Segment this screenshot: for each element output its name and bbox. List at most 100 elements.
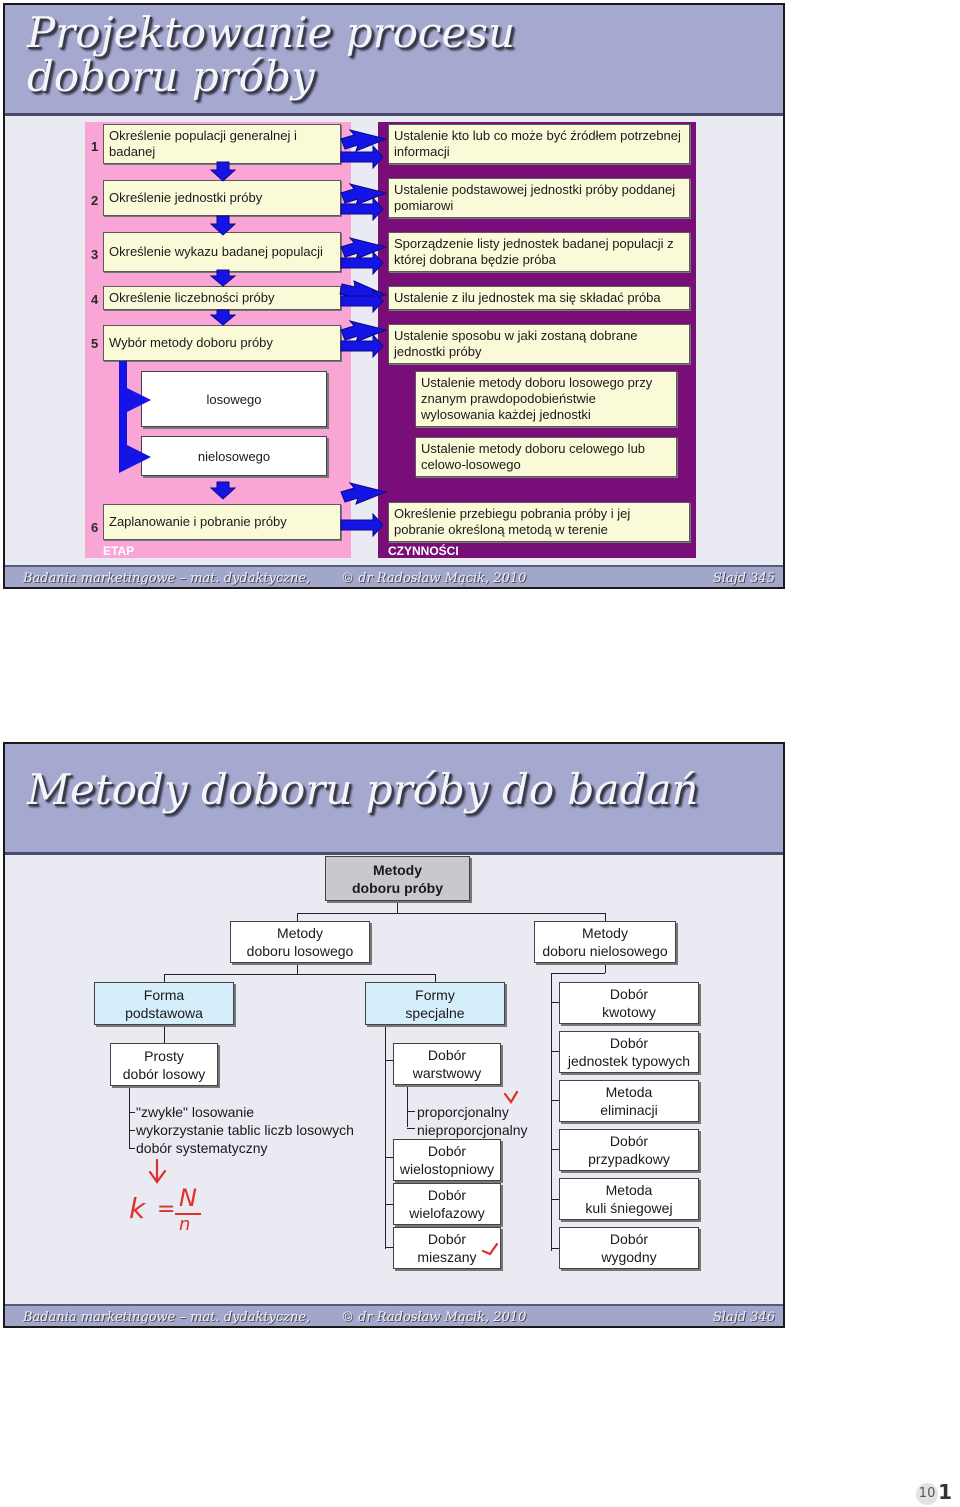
node-line1: Dobór	[609, 1035, 649, 1051]
stage-number: 3	[91, 247, 99, 262]
slide-footer: Badania marketingowe – mat. dydaktyczne,…	[5, 1304, 783, 1326]
nonrandom-methods-node: Metody doboru nielosowego	[534, 921, 676, 963]
connector	[551, 973, 605, 974]
node-line2: wielostopniowy	[399, 1161, 495, 1177]
node-line2: kuli śniegowej	[585, 1200, 673, 1216]
random-methods-node: Metody doboru losowego	[230, 921, 370, 963]
connector	[551, 1149, 559, 1150]
basic-form-node: Forma podstawowa	[94, 982, 234, 1025]
stage-number: 2	[91, 193, 99, 208]
stage-box: Zaplanowanie i pobranie próby	[103, 504, 341, 540]
connector	[129, 1086, 130, 1148]
stage-box: Wybór metody doboru próby	[103, 325, 341, 361]
connector	[551, 1051, 559, 1052]
node-line1: Metoda	[605, 1084, 653, 1100]
stage-number: 1	[91, 139, 99, 154]
connector	[385, 1247, 393, 1248]
connector	[164, 974, 436, 975]
footer-author: © dr Radosław Mącik, 2010	[341, 1310, 527, 1325]
action-box: Ustalenie metody doboru celowego lub cel…	[415, 437, 677, 477]
slide-title-line2: doboru próby	[27, 52, 315, 102]
node-line2: przypadkowy	[588, 1151, 670, 1167]
action-box: Ustalenie metody doboru losowego przy zn…	[415, 371, 677, 427]
action-box: Ustalenie z ilu jednostek ma się składać…	[388, 286, 690, 310]
slide-header: Metody doboru próby do badań	[5, 744, 783, 855]
multistage-node: Dobór wielostopniowy	[393, 1139, 501, 1181]
handwritten-check-icon	[503, 1090, 519, 1104]
branch-arrow-icon	[119, 361, 151, 473]
action-box: Ustalenie sposobu w jaki zostaną dobrane…	[388, 324, 690, 364]
left-arrow-icon	[339, 129, 388, 505]
slide-header: Projektowanie procesu doboru próby	[5, 5, 783, 116]
handwritten-annotations: k = N n	[129, 1090, 519, 1256]
footer-course: Badania marketingowe – mat. dydaktyczne,	[23, 571, 311, 586]
connector	[551, 1002, 559, 1003]
connector	[164, 974, 165, 982]
accidental-node: Dobór przypadkowy	[559, 1129, 699, 1171]
root-node: Metody doboru próby	[325, 856, 470, 901]
list-item: nieproporcjonalny	[417, 1122, 528, 1138]
handwritten-k: k	[129, 1192, 147, 1225]
connector	[551, 1199, 559, 1200]
connector	[385, 1204, 393, 1205]
node-line2: doboru nielosowego	[542, 943, 668, 959]
handwritten-arrow-icon	[148, 1158, 167, 1184]
connector	[385, 1157, 393, 1158]
node-line1: Metody	[277, 925, 323, 941]
connector	[435, 974, 436, 982]
footer-course: Badania marketingowe – mat. dydaktyczne,	[23, 1310, 311, 1325]
node-line1: Metoda	[605, 1182, 653, 1198]
node-line1: Dobór	[609, 1133, 649, 1149]
node-line2: wygodny	[601, 1249, 657, 1265]
stage-box: Określenie populacji generalnej i badane…	[103, 124, 341, 164]
root-node-line2: doboru próby	[352, 879, 443, 896]
node-line1: Dobór	[427, 1143, 467, 1159]
node-line2: doboru losowego	[246, 943, 354, 959]
stratified-node: Dobór warstwowy	[393, 1043, 501, 1085]
root-node-line1: Metody	[373, 861, 422, 878]
connector	[407, 1128, 415, 1129]
slide-346: Metody doboru próby do badań Metody dobo…	[3, 742, 785, 1328]
node-line1: Forma	[143, 986, 185, 1003]
quota-node: Dobór kwotowy	[559, 982, 699, 1024]
handwritten-n-lower: n	[179, 1214, 190, 1235]
connector	[407, 1111, 415, 1112]
stage-number: 4	[91, 292, 99, 307]
stage-number: 6	[91, 520, 99, 535]
stage-box: Określenie wykazu badanej populacji	[103, 232, 341, 272]
node-line2: specjalne	[405, 1004, 465, 1021]
node-line2: podstawowa	[125, 1004, 203, 1021]
convenience-node: Dobór wygodny	[559, 1227, 699, 1269]
footer-slide-number: Slajd 345	[712, 571, 775, 586]
list-item: proporcjonalny	[417, 1104, 509, 1120]
node-line1: Dobór	[427, 1047, 467, 1063]
list-item: "zwykłe" losowanie	[136, 1104, 255, 1120]
mixed-node: Dobór mieszany	[393, 1227, 501, 1269]
connector	[297, 913, 298, 921]
node-line1: Dobór	[427, 1231, 467, 1247]
stage-number: 5	[91, 336, 99, 351]
handwritten-n-upper: N	[179, 1184, 197, 1212]
slide-345: Projektowanie procesu doboru próby 1 2 3…	[3, 3, 785, 589]
substage-random-box: losowego	[141, 371, 327, 427]
list-item: dobór systematyczny	[136, 1140, 268, 1156]
action-column-label: CZYNNOŚCI	[388, 544, 459, 558]
footer-slide-number: Slajd 346	[712, 1310, 775, 1325]
flow-arrows	[119, 129, 388, 538]
elimination-node: Metoda eliminacji	[559, 1080, 699, 1122]
node-line2: jednostek typowych	[567, 1053, 691, 1069]
typical-units-node: Dobór jednostek typowych	[559, 1031, 699, 1073]
node-line2: wielofazowy	[409, 1205, 485, 1221]
node-line1: Dobór	[427, 1187, 467, 1203]
node-line1: Dobór	[609, 1231, 649, 1247]
slide-title: Metody doboru próby do badań	[27, 765, 699, 814]
stage-column-label: ETAP	[103, 544, 135, 558]
down-arrow-icon	[209, 161, 237, 500]
page-number-circled: 10	[916, 1482, 939, 1505]
right-arrow-icon	[340, 144, 384, 538]
connector	[385, 1060, 393, 1061]
node-line1: Formy	[415, 986, 455, 1003]
substage-nonrandom-box: nielosowego	[141, 436, 327, 476]
action-box: Ustalenie podstawowej jednostki próby po…	[388, 178, 690, 218]
